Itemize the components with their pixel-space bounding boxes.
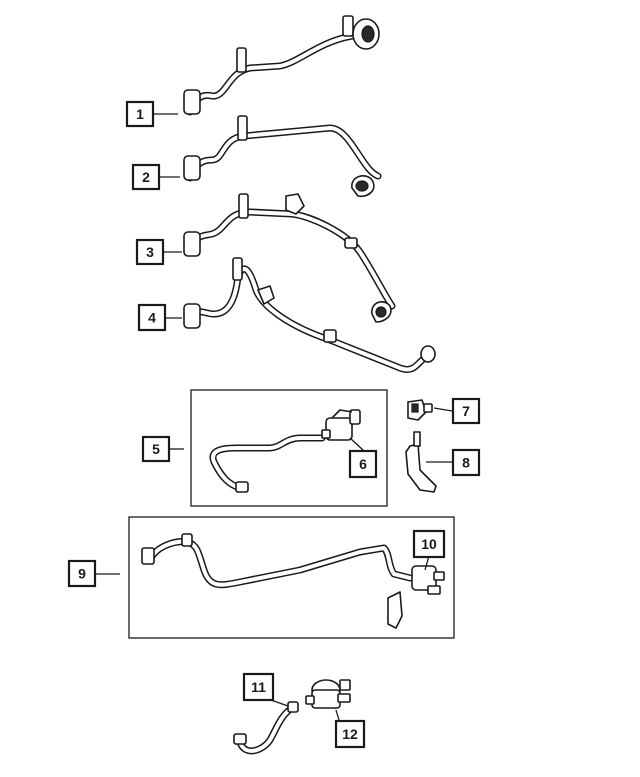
callout-12: 12 (334, 719, 366, 749)
callout-1-label: 1 (136, 106, 144, 122)
callout-7: 7 (451, 397, 481, 425)
hose-assembly-1[interactable] (183, 15, 380, 116)
callout-11-label: 11 (251, 679, 266, 695)
callout-10-label: 10 (421, 536, 437, 552)
callout-6-label: 6 (359, 456, 367, 472)
callout-3-label: 3 (146, 244, 154, 260)
callout-6: 6 (348, 449, 378, 479)
callout-2: 2 (131, 163, 161, 191)
hose-5[interactable] (209, 434, 326, 493)
leader-12 (335, 709, 340, 721)
hose-11[interactable] (233, 701, 299, 755)
valve-6[interactable] (321, 409, 361, 441)
callout-11: 11 (242, 672, 275, 702)
bracket-8[interactable] (405, 431, 437, 493)
callout-8-label: 8 (462, 455, 470, 471)
callout-7-label: 7 (462, 403, 470, 419)
callout-5-label: 5 (152, 441, 160, 457)
clip-7[interactable] (407, 399, 433, 421)
hose-assembly-2[interactable] (183, 115, 382, 198)
callout-10: 10 (412, 529, 446, 559)
hose-assembly-4[interactable] (183, 257, 436, 373)
leader-10 (424, 555, 430, 571)
callout-4-label: 4 (148, 310, 156, 326)
callout-2-label: 2 (142, 169, 150, 185)
group-frame-5-6 (190, 389, 388, 507)
valve-10[interactable] (411, 565, 445, 595)
callout-3: 3 (135, 238, 165, 266)
callout-1: 1 (125, 100, 155, 128)
leader-7 (433, 407, 453, 412)
callout-5: 5 (141, 435, 171, 463)
callout-9: 9 (67, 559, 97, 588)
leader-6 (349, 437, 364, 451)
hose-9[interactable] (141, 533, 414, 629)
group-frame-9-10 (128, 516, 455, 639)
hose-assembly-3[interactable] (183, 193, 396, 323)
callout-4: 4 (137, 303, 167, 332)
callout-9-label: 9 (78, 566, 86, 582)
callout-8: 8 (451, 448, 481, 477)
callout-12-label: 12 (342, 726, 358, 742)
valve-12[interactable] (305, 679, 351, 709)
